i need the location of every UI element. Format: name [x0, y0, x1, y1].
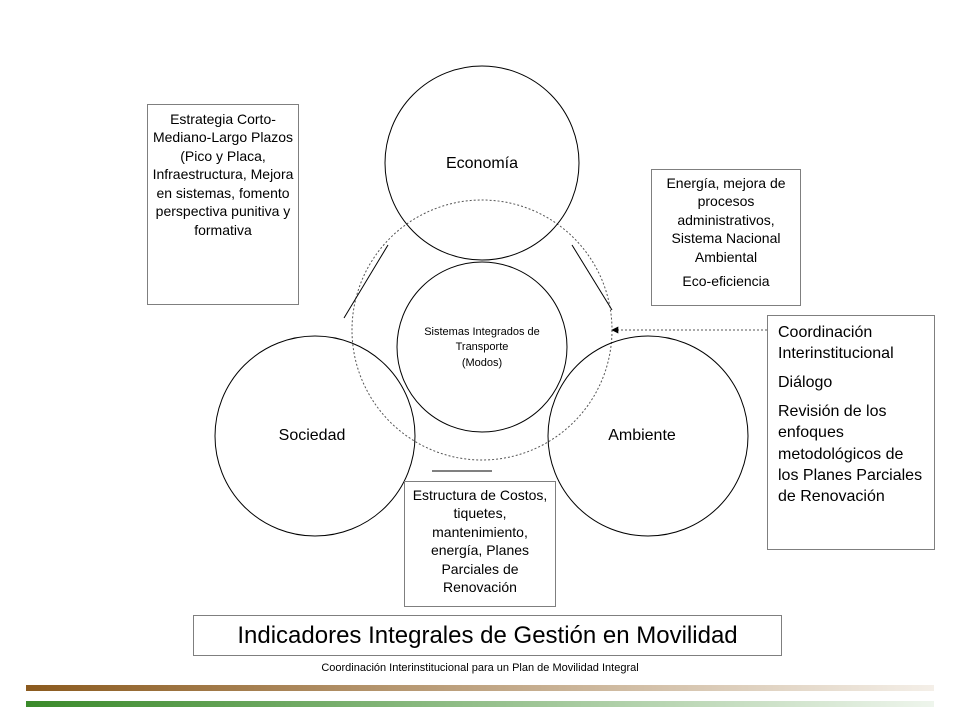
connector-left	[343, 244, 389, 319]
center-circle	[396, 261, 568, 433]
connector-right	[571, 244, 613, 311]
indicadores-title-box: Indicadores Integrales de Gestión en Mov…	[193, 615, 782, 656]
economia-label: Economía	[445, 155, 519, 172]
estructura-box: Estructura de Costos, tiquetes, mantenim…	[404, 481, 556, 607]
ambiente-label: Ambiente	[608, 427, 676, 444]
center-label: Sistemas Integrados de Transporte (Modos…	[402, 325, 562, 371]
energia-box: Energía, mejora de procesos administrati…	[651, 169, 801, 306]
footer-bar-brown	[26, 685, 934, 691]
economia-circle	[384, 65, 580, 261]
page-title: Indicadores Integrales de Gestión en Mov…	[237, 622, 738, 649]
footer-text: Coordinación Interinstitucional para un …	[321, 662, 639, 674]
center-label-line1: Sistemas Integrados de	[424, 326, 540, 338]
footer-bar-green	[26, 701, 934, 707]
estrategia-box: Estrategia Corto-Mediano-Largo Plazos (P…	[147, 104, 299, 305]
sociedad-label: Sociedad	[278, 427, 346, 444]
ecoeficiencia-text: Eco-eficiencia	[682, 273, 770, 290]
sociedad-circle	[214, 335, 416, 537]
energia-text: Energía, mejora de procesos administrati…	[666, 175, 786, 265]
ambiente-circle	[547, 335, 749, 537]
estructura-text: Estructura de Costos, tiquetes, mantenim…	[412, 487, 548, 596]
coordinacion-box: Coordinación Interinstitucional Diálogo …	[767, 315, 935, 550]
center-label-line2: Transporte	[455, 341, 509, 354]
center-label-line3: (Modos)	[461, 356, 503, 369]
estrategia-text: Estrategia Corto-Mediano-Largo Plazos (P…	[152, 111, 294, 238]
dialogo-text: Diálogo	[778, 374, 833, 392]
revision-text: Revisión de los enfoques metodológicos d…	[778, 403, 923, 505]
coordinacion-text: Coordinación Interinstitucional	[778, 324, 894, 363]
